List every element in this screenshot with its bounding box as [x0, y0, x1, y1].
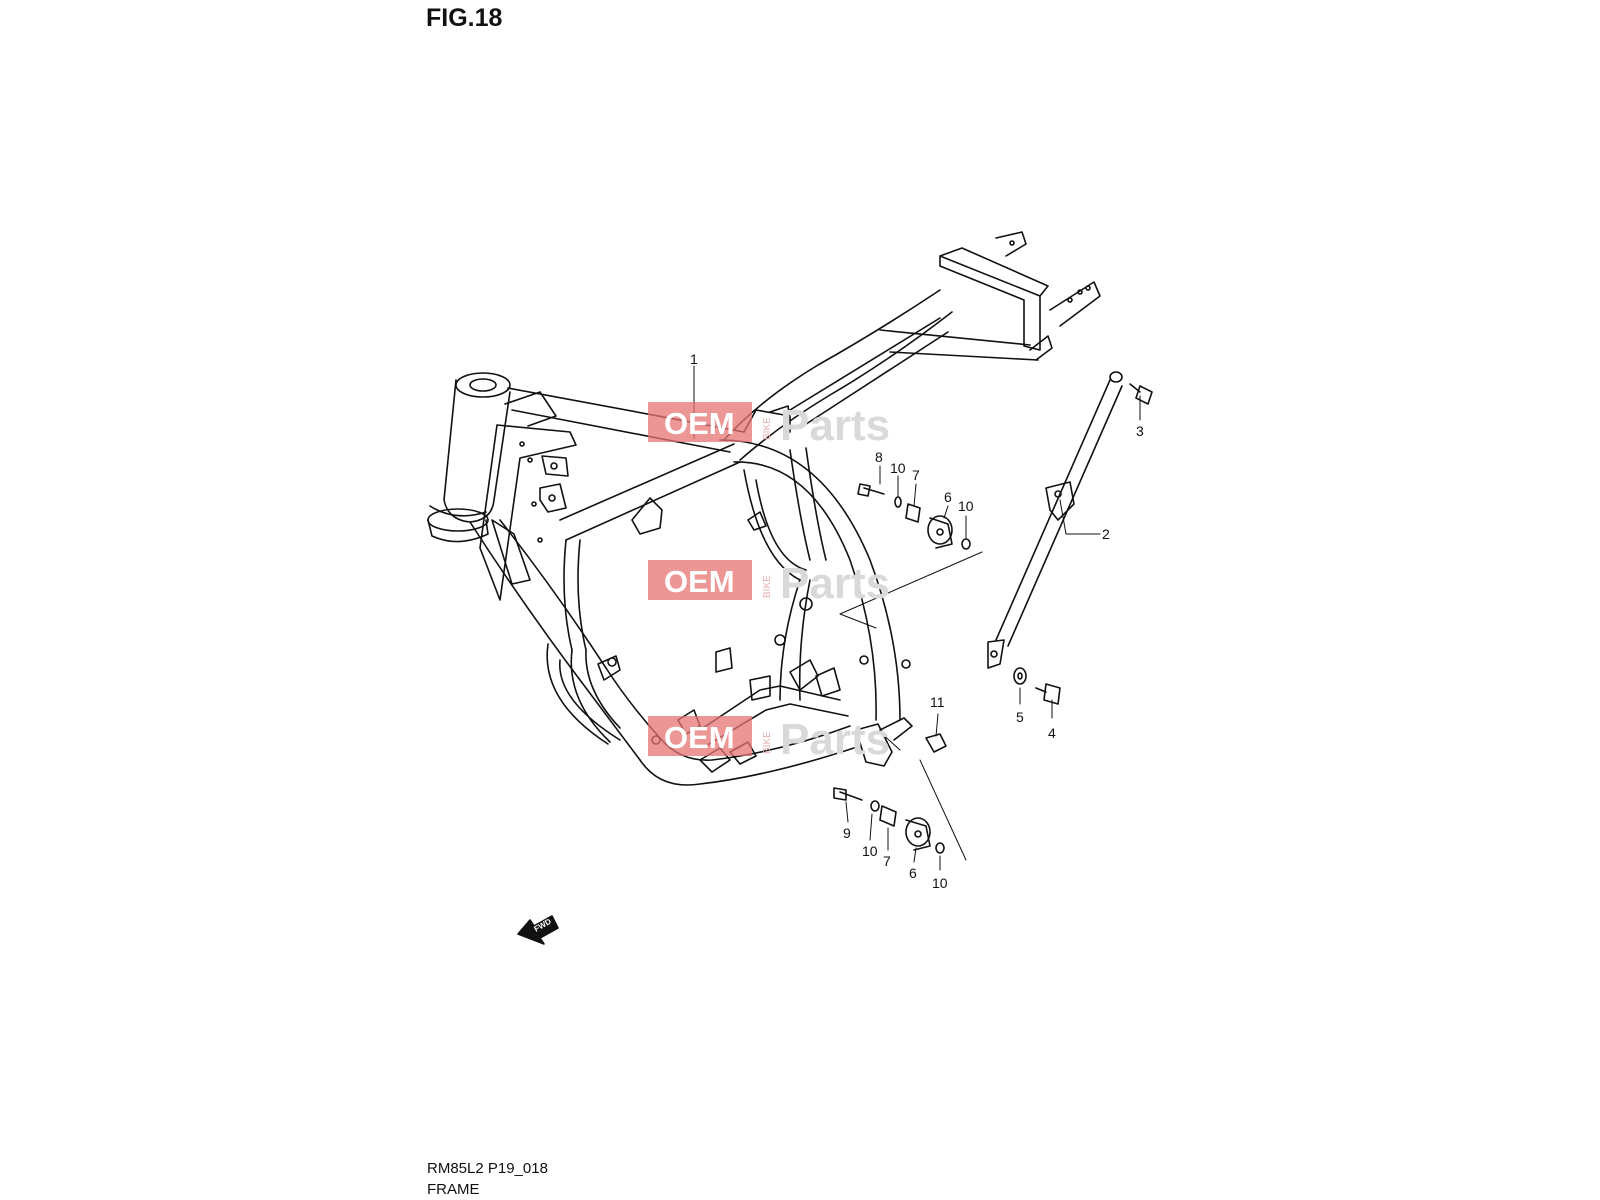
figure-label: FIG.18 [426, 4, 503, 32]
callout-2: 2 [1102, 526, 1110, 542]
leader-guides [839, 551, 983, 861]
callout-1: 1 [690, 351, 698, 367]
callout-8: 8 [875, 449, 883, 465]
section-name: FRAME [427, 1181, 480, 1198]
part-5-washer [1013, 667, 1027, 685]
watermark-tail-text: Parts [780, 401, 890, 450]
callout-3: 3 [1136, 423, 1144, 439]
callout-10-upper-a: 10 [890, 460, 906, 476]
watermark-box-text: OEM [664, 564, 735, 599]
part-11-nut [925, 733, 947, 753]
engine-cradle-inner [563, 539, 621, 743]
head-tube [427, 372, 511, 543]
watermark-tail-text: Parts [780, 559, 890, 608]
callout-6-upper: 6 [944, 489, 952, 505]
callout-7-upper: 7 [912, 467, 920, 483]
callout-11: 11 [930, 694, 945, 710]
callout-5: 5 [1016, 709, 1024, 725]
watermark-box [648, 402, 752, 442]
callout-10-lower-a: 10 [862, 843, 878, 859]
watermark-box-text: OEM [664, 406, 735, 441]
cable-guide-tabs [519, 441, 569, 543]
watermark-tail-text: Parts [780, 715, 890, 764]
diagram-code: RM85L2 P19_018 [427, 1160, 548, 1177]
rear-bracket [939, 231, 1101, 361]
watermark-2: OEM BIKE Parts [648, 559, 890, 608]
callout-10-lower-b: 10 [932, 875, 948, 891]
watermark-box-text: OEM [664, 720, 735, 755]
upper-mount-hardware [857, 483, 971, 550]
main-loop [719, 405, 901, 721]
part-2-seat-stay [987, 371, 1123, 669]
watermark-3: OEM BIKE Parts [648, 715, 890, 764]
watermark-mid-text: BIKE [762, 417, 773, 440]
callout-10-upper-b: 10 [958, 498, 974, 514]
callout-7-lower: 7 [883, 853, 891, 869]
cross-brace [559, 443, 741, 541]
watermark-mid-text: BIKE [762, 575, 773, 598]
part-3-bolt [1129, 383, 1153, 405]
watermark-box [648, 560, 752, 600]
fwd-arrow-icon [517, 915, 559, 945]
callout-4: 4 [1048, 725, 1056, 741]
part-4-bolt [1035, 683, 1061, 705]
watermark-box [648, 716, 752, 756]
watermark-mid-text: BIKE [762, 731, 773, 754]
callout-9: 9 [843, 825, 851, 841]
watermark-1: OEM BIKE Parts [648, 401, 890, 450]
lower-mount-hardware [833, 787, 945, 854]
callout-6-lower: 6 [909, 865, 917, 881]
